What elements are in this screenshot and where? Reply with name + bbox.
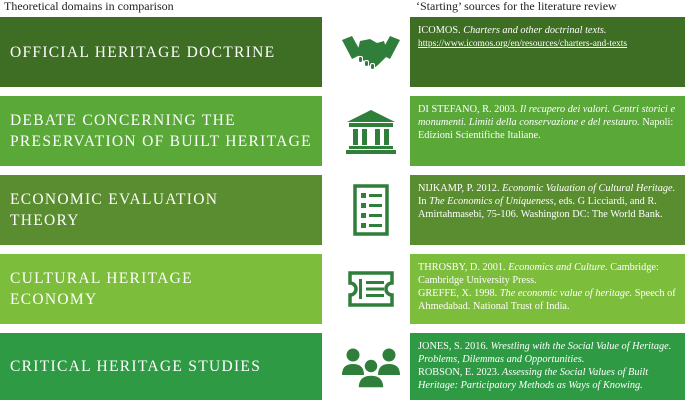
source-author: THROSBY, D. 2001. — [418, 262, 506, 273]
domain-label: CULTURAL HERITAGE ECONOMY — [0, 254, 322, 324]
source-author: NIJKAMP, P. 2012. — [418, 183, 500, 194]
source-publisher: Napoli: Edizioni Scientifiche Italiane. — [418, 117, 674, 141]
ticket-icon — [332, 254, 410, 324]
source-book-title: The Economics of Uniqueness — [429, 196, 554, 207]
domain-label: ECONOMIC EVALUATION THEORY — [0, 175, 322, 245]
icomos-charters-link[interactable]: https://www.icomos.org/en/resources/char… — [418, 39, 628, 49]
source-title: The economic value of heritage. — [497, 288, 633, 299]
source-author: ICOMOS. — [418, 25, 461, 36]
sources-box: JONES, S. 2016. Wrestling with the Socia… — [410, 333, 685, 400]
source-reference: NIJKAMP, P. 2012. Economic Valuation of … — [418, 182, 677, 221]
source-reference: ICOMOS. Charters and other doctrinal tex… — [418, 24, 677, 37]
source-title: Economics and Culture. — [505, 262, 608, 273]
sources-box: NIJKAMP, P. 2012. Economic Valuation of … — [410, 175, 685, 245]
source-publisher: Speech of Ahmedabad. National Trust of I… — [418, 288, 676, 312]
domain-row-built-heritage-preservation: DEBATE CONCERNING THE PRESERVATION OF BU… — [0, 96, 685, 166]
domain-label: DEBATE CONCERNING THE PRESERVATION OF BU… — [0, 96, 322, 166]
museum-building-icon — [332, 96, 410, 166]
sources-box: DI STEFANO, R. 2003. Il recupero dei val… — [410, 96, 685, 166]
domain-row-economic-evaluation-theory: ECONOMIC EVALUATION THEORY NIJKAMP, P. 2… — [0, 175, 685, 245]
source-author: JONES, S. 2016. — [418, 341, 489, 352]
domain-row-cultural-heritage-economy: CULTURAL HERITAGE ECONOMY THROSBY, D. 20… — [0, 254, 685, 324]
source-title: Economic Valuation of Cultural Heritage. — [499, 183, 676, 194]
right-column-header: ‘Starting’ sources for the literature re… — [416, 0, 617, 13]
source-text: In — [418, 196, 430, 207]
domain-label: CRITICAL HERITAGE STUDIES — [0, 333, 322, 400]
source-reference: THROSBY, D. 2001. Economics and Culture.… — [418, 261, 677, 287]
source-reference: https://www.icomos.org/en/resources/char… — [418, 37, 677, 51]
source-author: GREFFE, X. 1998. — [418, 288, 498, 299]
left-column-header: Theoretical domains in comparison — [4, 0, 174, 13]
source-title: Wrestling with the Social Value of Herit… — [418, 341, 672, 365]
source-title: Il recupero dei valori. Centri storici e… — [418, 104, 676, 128]
domain-row-official-heritage-doctrine: OFFICIAL HERITAGE DOCTRINE ICOMOS. Chart… — [0, 17, 685, 87]
source-title: Assessing the Social Values of Built Her… — [418, 367, 649, 391]
source-title: Charters and other doctrinal texts. — [460, 25, 607, 36]
handshake-icon — [332, 17, 410, 87]
domain-label: OFFICIAL HERITAGE DOCTRINE — [0, 17, 322, 87]
sources-box: THROSBY, D. 2001. Economics and Culture.… — [410, 254, 685, 324]
checklist-document-icon — [332, 175, 410, 245]
source-reference: JONES, S. 2016. Wrestling with the Socia… — [418, 340, 677, 366]
source-reference: ROBSON, E. 2023. Assessing the Social Va… — [418, 366, 677, 392]
source-publisher: Cambridge: Cambridge University Press. — [418, 262, 659, 286]
source-author: ROBSON, E. 2023. — [418, 367, 500, 378]
sources-box: ICOMOS. Charters and other doctrinal tex… — [410, 17, 685, 87]
domain-row-critical-heritage-studies: CRITICAL HERITAGE STUDIES JONES, S. 2016… — [0, 333, 685, 400]
source-reference: GREFFE, X. 1998. The economic value of h… — [418, 287, 677, 313]
source-author: DI STEFANO, R. 2003. — [418, 104, 518, 115]
source-publisher: , eds. G Licciardi, and R. Amirtahmasebi… — [418, 196, 663, 220]
source-reference: DI STEFANO, R. 2003. Il recupero dei val… — [418, 103, 677, 142]
people-group-icon — [332, 333, 410, 400]
